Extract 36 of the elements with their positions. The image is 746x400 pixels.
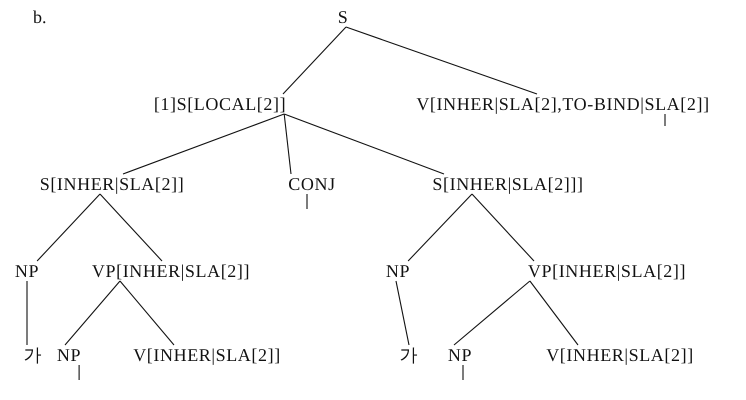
tree-branch bbox=[306, 194, 308, 209]
example-letter: b. bbox=[33, 7, 46, 27]
category-label: NP bbox=[56, 345, 82, 365]
category-label: NP bbox=[448, 345, 472, 365]
category-label: CONJ bbox=[288, 174, 336, 194]
tree-branch bbox=[454, 280, 530, 346]
category-label: VP[INHER|SLA[2]] bbox=[528, 261, 686, 281]
tree-branch bbox=[346, 26, 538, 95]
tree-branch bbox=[64, 280, 120, 346]
category-label: 가 bbox=[400, 345, 418, 365]
tree-branch bbox=[78, 365, 80, 380]
tree-branch bbox=[26, 281, 28, 345]
category-label: S[INHER|SLA[2]] bbox=[40, 174, 184, 194]
category-label: V[INHER|SLA[2]] bbox=[546, 345, 694, 365]
tree-branch bbox=[472, 194, 534, 262]
category-label: [1]S[LOCAL[2]] bbox=[154, 94, 286, 114]
tree-branch bbox=[529, 280, 578, 346]
tree-branch bbox=[284, 114, 292, 174]
category-label: VP[INHER|SLA[2]] bbox=[92, 261, 250, 281]
category-label: NP bbox=[386, 261, 410, 281]
category-label: NP bbox=[14, 261, 40, 281]
tree-branch bbox=[282, 26, 346, 94]
tree-branch bbox=[120, 280, 174, 346]
tree-branch bbox=[462, 365, 464, 380]
category-label: S bbox=[338, 7, 348, 27]
tree-branch bbox=[408, 194, 472, 262]
tree-branch bbox=[36, 194, 100, 262]
tree-branch bbox=[395, 280, 410, 346]
category-label: S[INHER|SLA[2]]] bbox=[432, 174, 584, 194]
tree-branch bbox=[284, 113, 444, 175]
category-label: 가 bbox=[24, 345, 42, 365]
tree-branch bbox=[664, 114, 666, 126]
tree-branch bbox=[122, 113, 284, 175]
category-label: V[INHER|SLA[2]] bbox=[133, 345, 281, 365]
tree-branch bbox=[100, 194, 162, 262]
category-label: V[INHER|SLA[2],TO-BIND|SLA[2]] bbox=[416, 94, 710, 114]
